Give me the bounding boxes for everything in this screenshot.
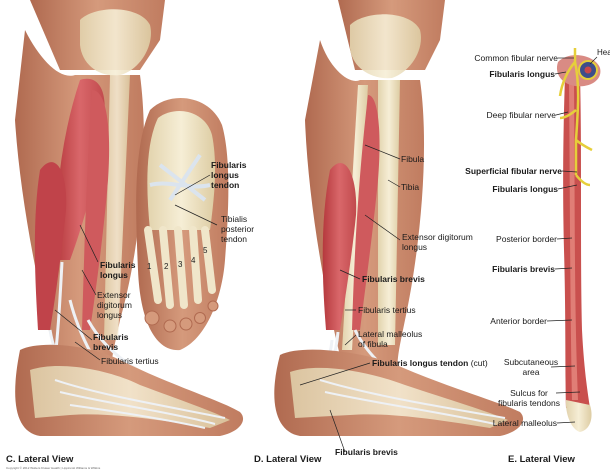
label-fibularis-longus-tendon-1: Fibularis (211, 160, 247, 170)
label-extensor-digitorum-d-2: longus (402, 242, 428, 252)
panel-d-leg (274, 0, 524, 436)
label-fibularis-brevis-d: Fibularis brevis (362, 274, 425, 284)
foot-tendons-d (319, 379, 506, 425)
label-tibialis-posterior-2: posterior (221, 224, 255, 234)
label-subcutaneous-area-2: area (522, 367, 540, 377)
label-fibularis-longus-c-1: Fibularis (100, 260, 136, 270)
metatarsal-number-5: 5 (203, 246, 208, 255)
leader-lines-e (546, 56, 598, 424)
label-posterior-border: Posterior border (496, 234, 557, 244)
label-lateral-malleolus-d-1: Lateral malleolus (358, 329, 423, 339)
sole-tendon-cross (149, 153, 211, 202)
label-sulcus-2: fibularis tendons (498, 398, 560, 408)
label-extensor-digitorum-c-3: longus (97, 310, 123, 320)
label-common-fibular-nerve: Common fibular nerve (474, 53, 558, 63)
tibia-bone (104, 75, 130, 340)
label-extensor-digitorum-c-1: Extensor (97, 290, 131, 300)
caption-panel-c: C. Lateral View (6, 454, 74, 465)
sole-metatarsals (144, 226, 216, 309)
metatarsal-number-3: 3 (178, 260, 183, 269)
knee-bones (80, 9, 151, 76)
fibularis-brevis-muscle-d (322, 162, 357, 330)
tibia-bone-d (378, 80, 400, 345)
label-cut: (cut) (470, 358, 488, 368)
label-fibularis-longus-tendon-2: longus (211, 170, 239, 180)
label-fibularis-tertius-c: Fibularis tertius (101, 356, 159, 366)
label-superficial-fibular-nerve: Superficial fibular nerve (465, 166, 562, 176)
label-tibialis-posterior-1: Tibialis (221, 214, 248, 224)
metatarsal-number-1: 1 (147, 262, 152, 271)
label-fibularis-longus-e-mid: Fibularis longus (492, 184, 558, 194)
leader-lines-c (54, 174, 218, 361)
label-fibularis-brevis-e: Fibularis brevis (492, 264, 555, 274)
metatarsal-number-2: 2 (164, 262, 169, 271)
label-fibularis-brevis-d-bottom: Fibularis brevis (335, 447, 398, 457)
label-fibularis-longus-c-2: longus (100, 270, 128, 280)
fibularis-brevis-muscle (34, 162, 67, 330)
nerve-branches (558, 48, 593, 187)
foot-bones-c (30, 365, 230, 428)
label-extensor-digitorum-c-2: digitorum (97, 300, 132, 310)
panel-e-fibula (556, 48, 601, 432)
label-deep-fibular-nerve: Deep fibular nerve (486, 110, 556, 120)
label-fibularis-longus-tendon-d: Fibularis longus tendon (cut) (372, 358, 488, 368)
copyright-text: Copyright © 2012 Wolters Kluwer Health |… (6, 466, 101, 470)
label-fibularis-brevis-c-2: brevis (93, 342, 119, 352)
leader-lines-d (299, 144, 401, 453)
label-fibularis-brevis-c-1: Fibularis (93, 332, 129, 342)
caption-panel-d: D. Lateral View (254, 454, 322, 465)
extensor-digitorum-muscle-d (352, 95, 380, 330)
label-subcutaneous-area-1: Subcutaneous (503, 357, 559, 367)
label-lateral-malleolus-d-2: of fibula (358, 339, 388, 349)
knee-bones-d (350, 14, 421, 79)
label-tibia-d: Tibia (401, 182, 420, 192)
label-anterior-border: Anterior border (490, 316, 547, 326)
foot-tendons-c (54, 379, 226, 429)
caption-panel-e: E. Lateral View (508, 454, 575, 465)
label-tibialis-posterior-3: tendon (221, 234, 247, 244)
label-extensor-digitorum-d-1: Extensor digitorum (402, 232, 473, 242)
metatarsal-number-4: 4 (191, 256, 196, 265)
label-fibularis-tertius-d: Fibularis tertius (358, 305, 416, 315)
sole-bones (147, 111, 216, 230)
label-fibularis-longus-tendon-3: tendon (211, 180, 240, 190)
label-fibularis-longus-tendon-d-text: Fibularis longus tendon (372, 358, 469, 368)
label-fibula-d: Fibula (401, 154, 425, 164)
panel-c-sole (136, 98, 229, 351)
lateral-malleolus (565, 400, 592, 432)
label-fibularis-longus-e-top: Fibularis longus (489, 69, 555, 79)
label-lateral-malleolus-e: Lateral malleolus (492, 418, 557, 428)
label-head: Head (597, 48, 610, 57)
extensor-digitorum-muscle (82, 90, 110, 330)
label-sulcus-1: Sulcus for (510, 388, 548, 398)
